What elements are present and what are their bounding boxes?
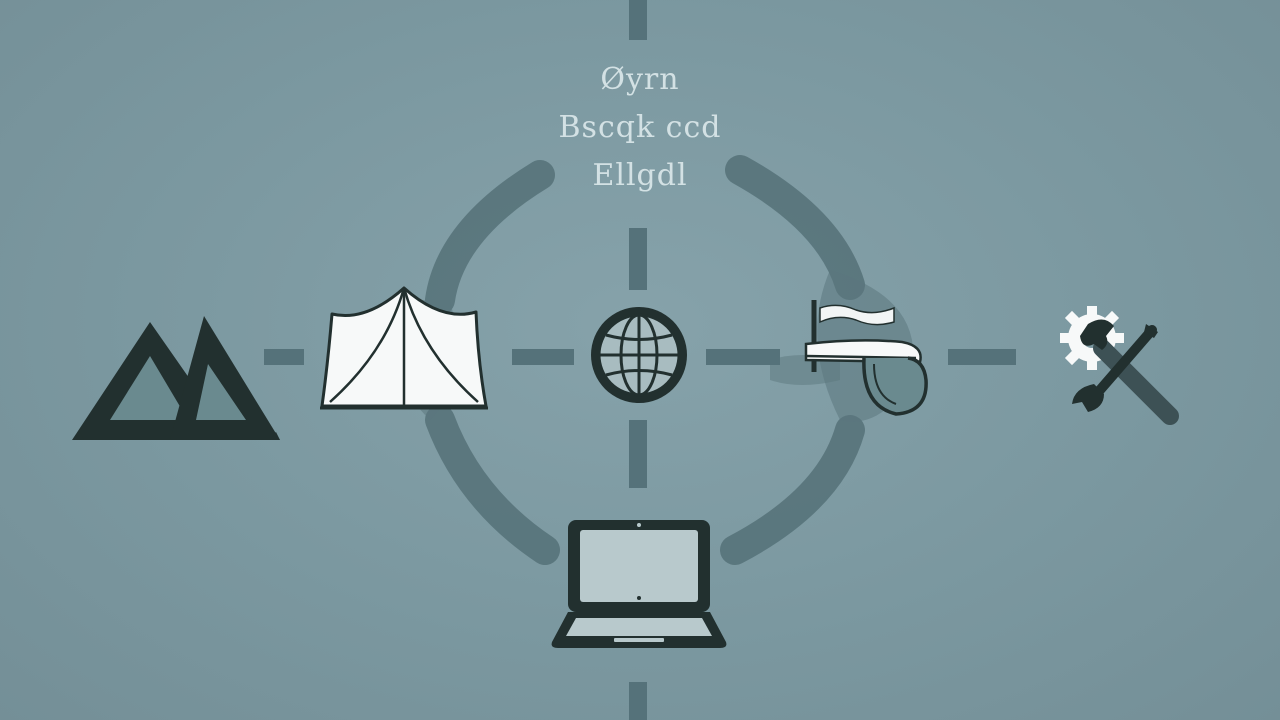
title-line-2: Bscqk ccd <box>558 110 722 145</box>
flag-icon <box>798 296 934 420</box>
mountain-icon <box>70 312 282 444</box>
wrench-gear-icon <box>1058 304 1184 430</box>
tent-icon <box>316 282 492 414</box>
laptop-icon <box>548 516 730 652</box>
title-line-3: Ellgdl <box>592 158 688 193</box>
globe-icon <box>586 302 692 408</box>
title-line-1: Øyrn <box>600 62 680 97</box>
diagram-title: Øyrn Bscqk ccd Ellgdl <box>520 56 760 200</box>
